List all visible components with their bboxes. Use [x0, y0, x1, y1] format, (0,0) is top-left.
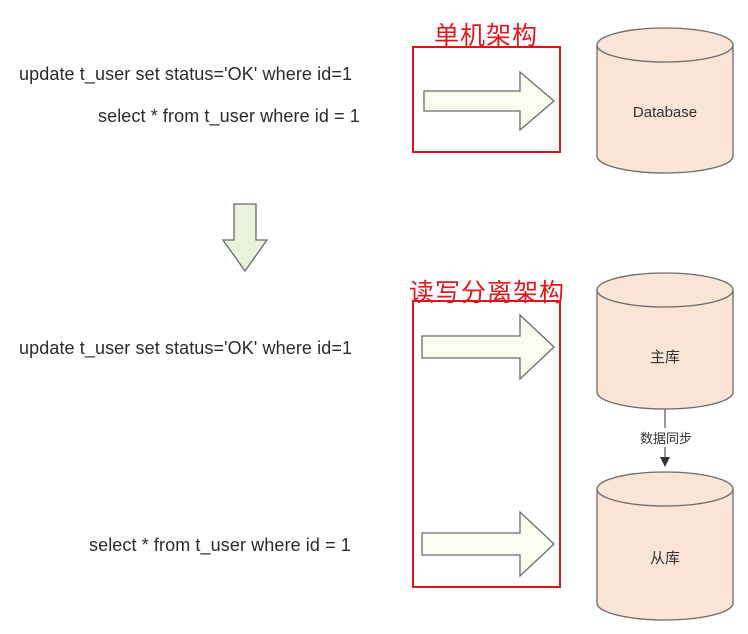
down-arrow [221, 203, 269, 273]
right-arrow-write [421, 313, 555, 381]
split-update-sql: update t_user set status='OK' where id=1 [19, 338, 353, 358]
split-select-sql: select * from t_user where id = 1 [89, 535, 351, 555]
right-arrow-read [421, 510, 555, 578]
single-update-sql: update t_user set status='OK' where id=1 [19, 64, 353, 84]
right-arrow-top [423, 70, 556, 132]
database-label: Database [632, 104, 698, 121]
slave-db-cylinder [596, 471, 734, 621]
master-db-label: 主库 [649, 349, 680, 366]
single-select-sql: select * from t_user where id = 1 [98, 106, 360, 126]
master-db-cylinder [596, 272, 734, 410]
sync-label: 数据同步 [638, 428, 695, 447]
split-arch-title: 读写分离架构 [409, 278, 566, 307]
database-cylinder [596, 27, 734, 174]
split-arch-highlight-box [412, 300, 561, 588]
slave-db-label: 从库 [649, 550, 680, 567]
single-arch-highlight-box [412, 46, 561, 153]
single-arch-title: 单机架构 [434, 21, 539, 50]
